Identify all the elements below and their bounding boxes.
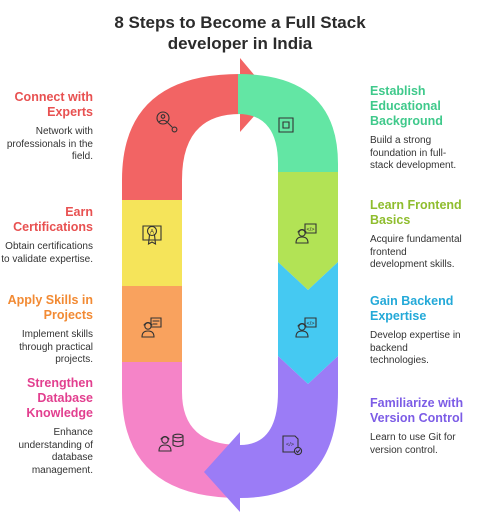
step-description: Enhance understanding of database manage… — [18, 427, 93, 476]
frontend-developer-icon: </> — [295, 223, 317, 244]
step-gain-backend-expertise: Gain Backend Expertise Develop expertise… — [370, 294, 480, 368]
step-earn-certifications: Earn Certifications Obtain certification… — [0, 205, 93, 266]
step-title: Earn Certifications — [13, 205, 93, 234]
step-description: Implement skills through practical proje… — [19, 329, 93, 365]
svg-text:</>: </> — [307, 227, 315, 233]
step-description: Build a strong foundation in full- stack… — [370, 135, 457, 171]
step-strengthen-database-knowledge: Strengthen Database Knowledge Enhance un… — [0, 376, 93, 477]
step-title: Strengthen Database Knowledge — [26, 376, 93, 420]
segment-green — [238, 74, 338, 176]
step-description: Obtain certifications to validate expert… — [1, 241, 93, 265]
svg-text:</>: </> — [307, 321, 315, 327]
step-description: Learn to use Git for version control. — [370, 432, 456, 456]
database-worker-icon — [158, 433, 184, 452]
step-connect-with-experts: Connect with Experts Network with profes… — [0, 90, 93, 164]
step-title: Establish Educational Background — [370, 84, 443, 128]
step-title: Gain Backend Expertise — [370, 294, 454, 323]
segment-cyan — [278, 262, 338, 384]
backend-developer-icon: </> — [295, 317, 317, 338]
segment-purple — [204, 356, 338, 512]
expert-search-icon — [156, 111, 178, 133]
step-title: Connect with Experts — [14, 90, 93, 119]
segment-red — [122, 58, 272, 200]
step-title: Familiarize with Version Control — [370, 396, 464, 425]
page-title: 8 Steps to Become a Full Stack developer… — [114, 13, 366, 53]
step-description: Network with professionals in the field. — [6, 126, 93, 162]
step-apply-skills-in-projects: Apply Skills in Projects Implement skill… — [0, 293, 93, 367]
svg-text:</>: </> — [286, 442, 294, 448]
segment-lime — [278, 172, 338, 290]
step-description: Develop expertise in backend technologie… — [370, 330, 461, 366]
certificate-icon: A — [142, 225, 162, 246]
step-learn-frontend-basics: Learn Frontend Basics Acquire fundamenta… — [370, 198, 480, 272]
version-control-icon: </> — [282, 435, 303, 456]
foundation-frame-icon — [278, 117, 294, 133]
step-familiarize-with-version-control: Familiarize with Version Control Learn t… — [370, 396, 480, 457]
step-description: Acquire fundamental frontend development… — [370, 234, 462, 270]
step-title: Learn Frontend Basics — [370, 198, 462, 227]
svg-text:A: A — [150, 230, 154, 236]
step-title: Apply Skills in Projects — [7, 293, 93, 322]
project-worker-icon — [141, 317, 162, 338]
step-establish-educational-background: Establish Educational Background Build a… — [370, 84, 480, 173]
segment-pink — [122, 358, 240, 498]
